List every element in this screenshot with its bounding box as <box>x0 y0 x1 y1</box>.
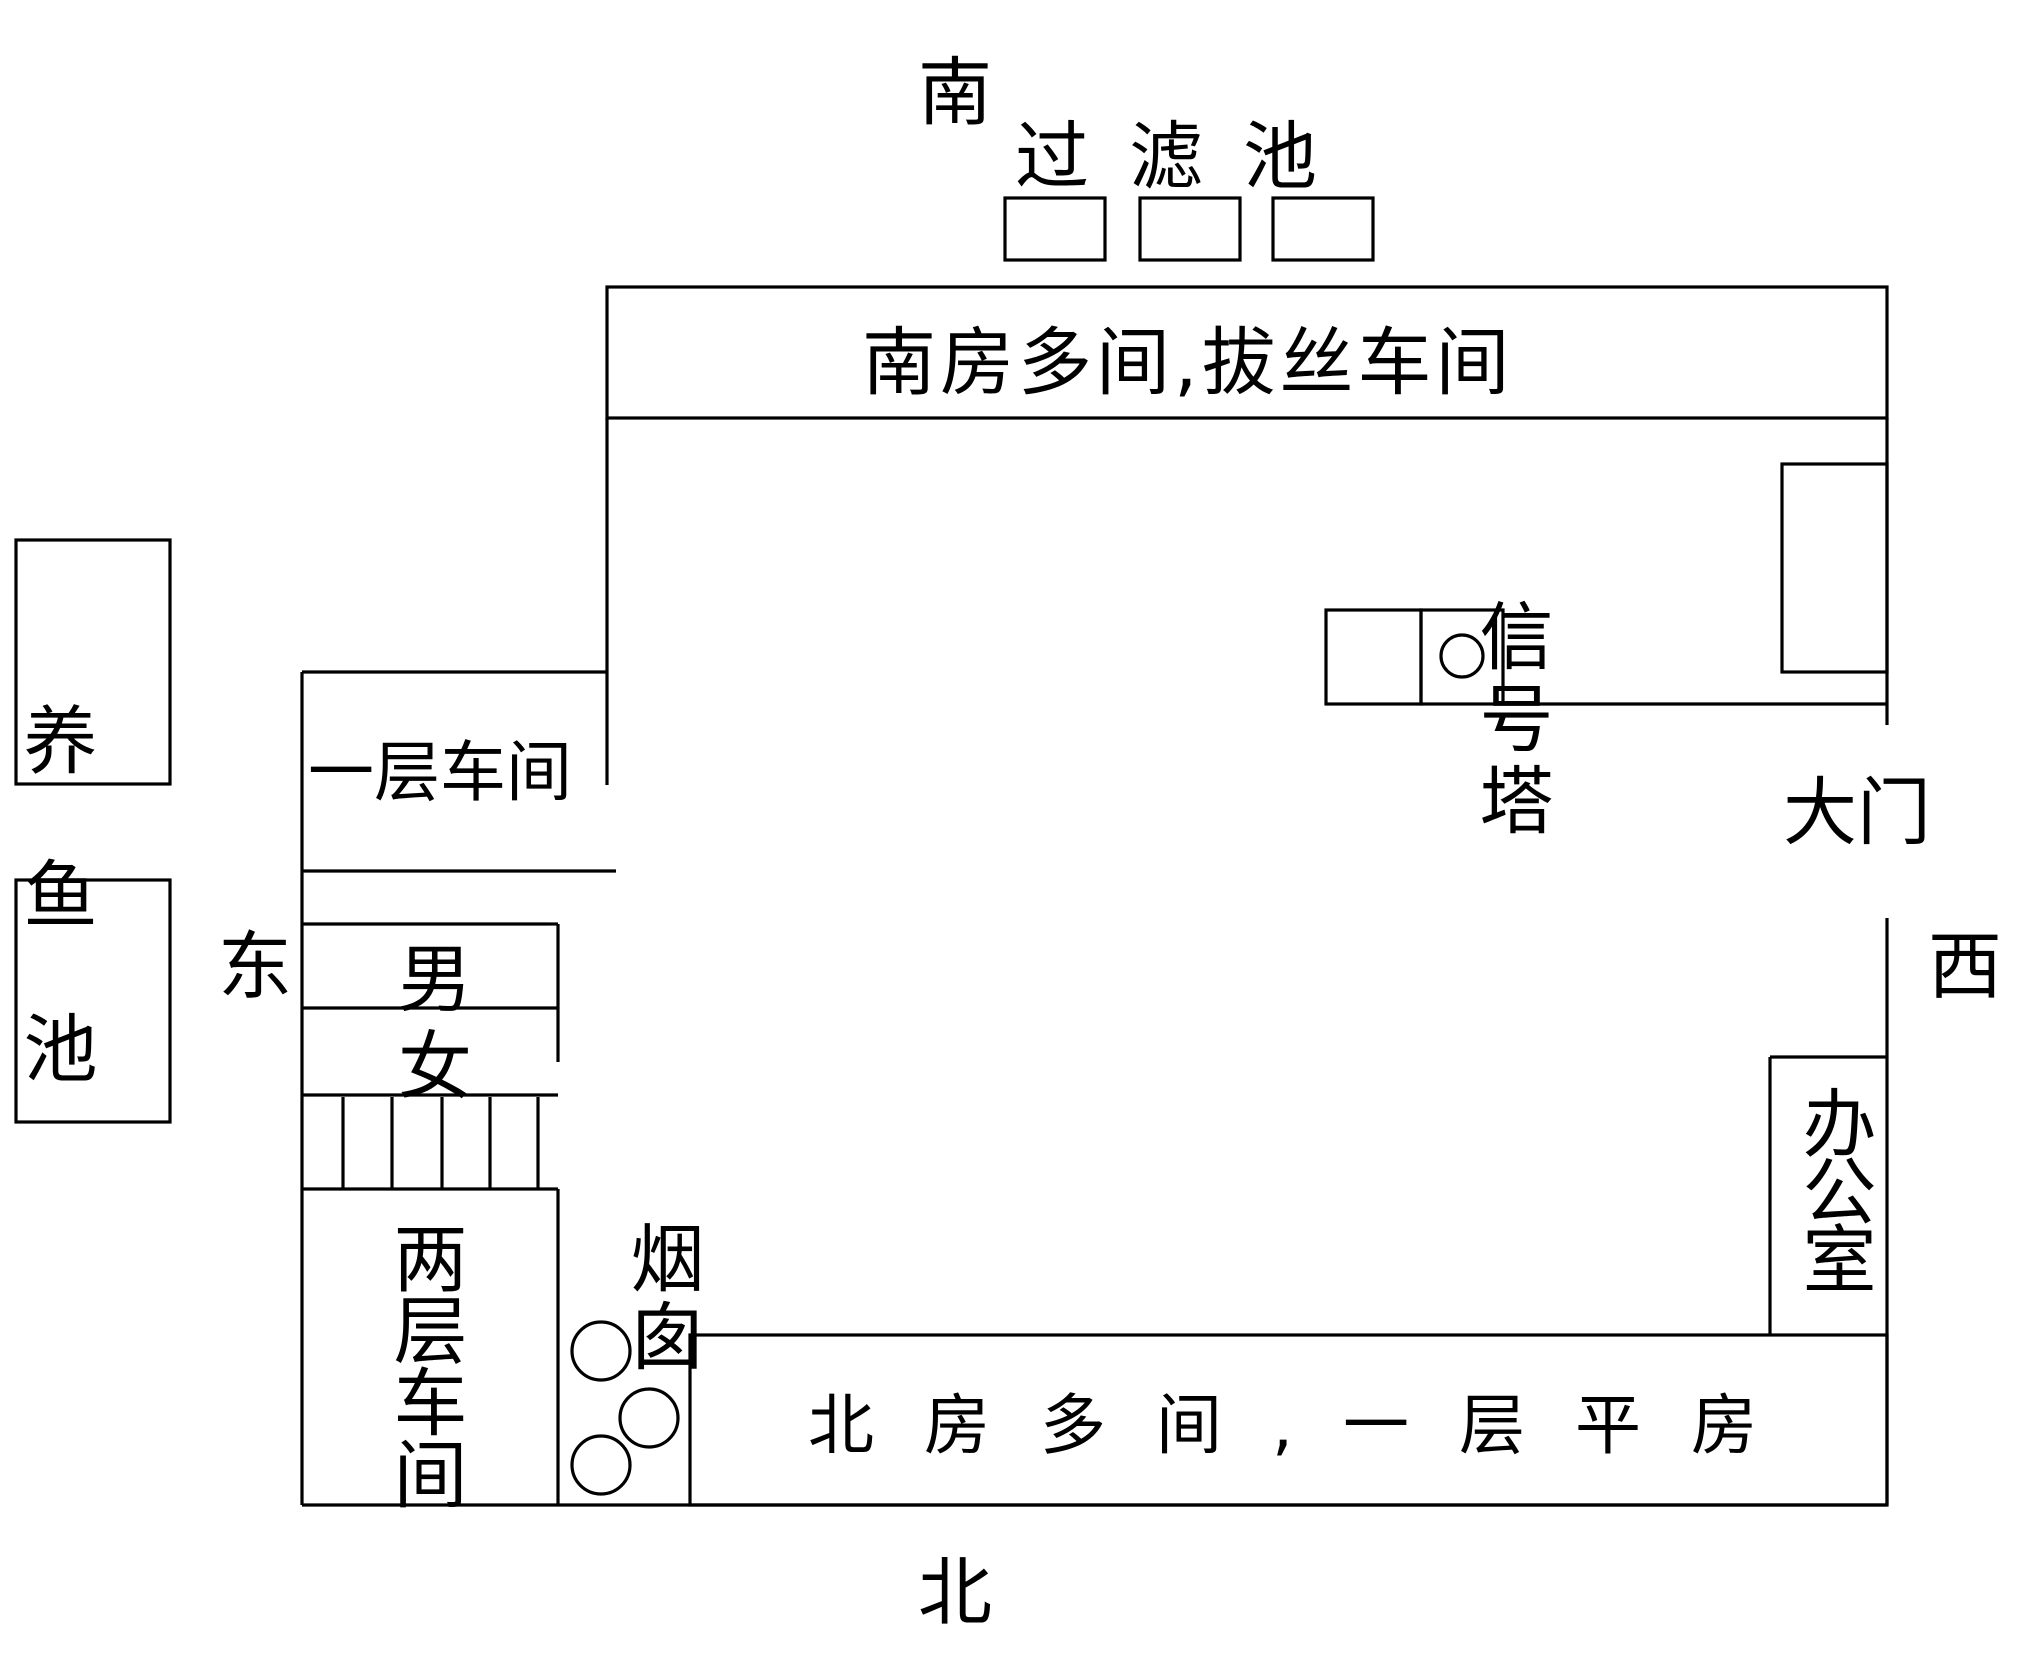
signal-tower-label: 信号塔 <box>1467 598 1553 844</box>
south-rooms-building <box>605 285 1889 420</box>
women-restroom-label: 女 <box>398 1024 472 1110</box>
chimney-3 <box>570 1434 632 1496</box>
north-direction-label: 北 <box>918 1550 992 1636</box>
fish-pond-upper <box>14 538 172 786</box>
south-direction-label: 南 <box>918 50 992 136</box>
fish-pond-lower <box>14 878 172 1124</box>
east-direction-label: 东 <box>218 924 292 1010</box>
chimney-2 <box>618 1387 680 1449</box>
west-direction-label: 西 <box>1928 924 2002 1010</box>
signal-tower-box-2 <box>1419 608 1505 706</box>
filter-pool-1 <box>1003 196 1107 262</box>
filter-pool-3 <box>1271 196 1375 262</box>
one-floor-workshop-label: 一层车间 <box>308 734 572 811</box>
fish-pond-label: 养鱼池 <box>11 702 97 1164</box>
two-floor-workshop-label: 两层车间 <box>381 1220 467 1508</box>
south-rooms-label: 南房多间,拔丝车间 <box>862 320 1514 406</box>
signal-tower-box-1 <box>1324 608 1423 706</box>
west-room-upper <box>1780 462 1889 674</box>
office-label: 办公室 <box>1790 1085 1876 1291</box>
north-rooms-label: 北房多间,一层平房 <box>808 1387 1807 1464</box>
filter-pool-2 <box>1138 196 1242 262</box>
gate-label: 大门 <box>1783 770 1931 856</box>
signal-tower-circle <box>1439 633 1485 679</box>
chimney-1 <box>570 1320 632 1382</box>
filter-pool-label: 过滤池 <box>1015 114 1357 200</box>
north-rooms-building <box>688 1333 1889 1507</box>
men-restroom-label: 男 <box>398 937 472 1023</box>
